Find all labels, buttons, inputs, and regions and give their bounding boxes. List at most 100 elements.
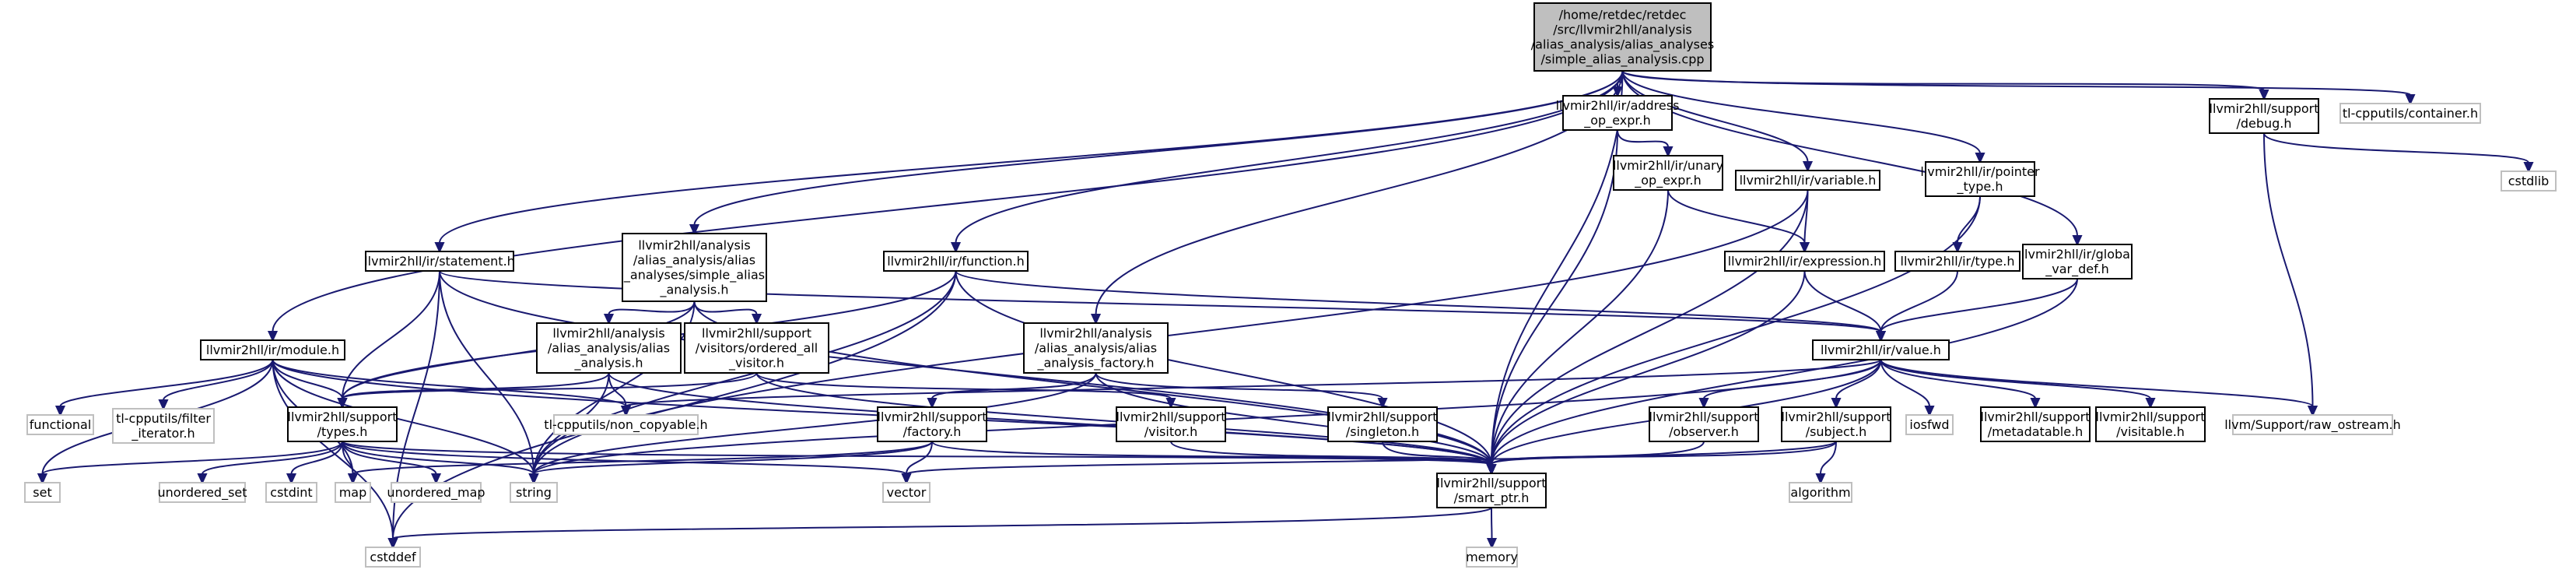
node-label-line: llvmir2hll/ir/address [1556,98,1680,113]
node-root[interactable]: /home/retdec/retdec/src/llvmir2hll/analy… [1531,2,1714,72]
node-value[interactable]: llvmir2hll/ir/value.h [1812,339,1950,360]
node-label-line: functional [30,417,92,432]
node-box [553,414,699,435]
node-label-line: llvmir2hll/support [1116,410,1226,424]
node-addr_op[interactable]: llvmir2hll/ir/address_op_expr.h [1556,95,1680,131]
node-label-line: /factory.h [903,424,962,439]
node-box [882,482,931,503]
node-aa_factory[interactable]: llvmir2hll/analysis/alias_analysis/alias… [1023,322,1169,374]
node-global_var[interactable]: llvmir2hll/ir/global_var_def.h [2021,244,2134,279]
node-box [24,482,61,503]
node-label-line: /metadatable.h [1988,424,2084,439]
node-label-line: llvmir2hll/support [1328,410,1438,424]
node-debug[interactable]: llvmir2hll/support/debug.h [2209,98,2319,134]
node-box [1613,155,1723,191]
node-types[interactable]: llvmir2hll/support/types.h [287,406,398,442]
edge-arrowhead [347,473,359,485]
edge-arrowhead [1802,161,1814,173]
edge-arrowhead [1815,473,1826,485]
node-variable[interactable]: llvmir2hll/ir/variable.h [1735,170,1880,191]
node-aa_simple[interactable]: llvmir2hll/analysis/alias_analysis/alias… [622,233,767,302]
node-box [2232,414,2393,435]
edge-unary_op-to-expression [1667,189,1806,244]
node-label-line: tl-cpputils/container.h [2343,106,2478,121]
node-visitable[interactable]: llvmir2hll/support/visitable.h [2095,406,2206,442]
edge-arrowhead [37,473,48,485]
node-factory[interactable]: llvmir2hll/support/factory.h [877,406,987,442]
node-metadatable[interactable]: llvmir2hll/support/metadatable.h [1980,406,2091,442]
edge-types-to-set [41,441,343,475]
edge-function-to-value [955,270,1882,332]
node-function[interactable]: llvmir2hll/ir/function.h [883,251,1029,272]
node-label-line: llvmir2hll/ir/expression.h [1728,254,1882,269]
node-label-line: /singleton.h [1346,424,1419,439]
node-pointer_type[interactable]: llvmir2hll/ir/pointer_type.h [1920,161,2040,197]
edge-subject-to-algorithm [1820,441,1837,475]
edge-pointer_type-to-smart_ptr [1491,195,1981,466]
edge-arrowhead [2307,406,2318,417]
edge-arrowhead [267,331,279,343]
edge-statement-to-value [439,270,1882,332]
node-unary_op[interactable]: llvmir2hll/ir/unary_op_expr.h [1613,155,1723,191]
edge-ordered_visitor-to-visitor [755,372,1172,399]
node-aa_analysis[interactable]: llvmir2hll/analysis/alias_analysis/alias… [536,322,682,374]
node-box [391,482,482,503]
node-label-line: /home/retdec/retdec [1559,7,1687,22]
node-label-line: llvmir2hll/support [2096,410,2206,424]
node-label-line: llvm/Support/raw_ostream.h [2224,417,2401,433]
edge-aa_factory-to-string [533,372,1097,475]
node-box [1327,406,1438,442]
node-cstdlib: cstdlib [2501,170,2557,192]
edge-factory-to-string [533,441,933,475]
node-label-line: map [339,485,367,500]
node-label-line: llvmir2hll/support [702,325,811,340]
node-box [1562,95,1673,131]
node-label-line: set [33,485,51,500]
node-label-line: /observer.h [1669,424,1739,439]
edge-aa_factory-to-smart_ptr [1095,372,1492,466]
nodes-layer: /home/retdec/retdec/src/llvmir2hll/analy… [24,2,2557,568]
edge-aa_factory-to-singleton [1095,372,1383,399]
node-box [112,408,215,444]
edge-types-to-map [342,441,354,475]
node-raw_ostream: llvm/Support/raw_ostream.h [2224,414,2401,435]
edge-arrowhead [620,406,632,417]
node-smart_ptr[interactable]: llvmir2hll/support/smart_ptr.h [1436,473,1547,508]
node-statement[interactable]: llvmir2hll/ir/statement.h [364,251,515,272]
node-box [287,406,398,442]
edge-factory-to-map [352,441,933,475]
node-iosfwd: iosfwd [1905,414,1954,435]
node-box [1436,473,1547,508]
node-label-line: tl-cpputils/filter [116,411,211,426]
edge-module-to-types [272,359,343,399]
edge-arrowhead [387,538,398,550]
node-label-line: llvmir2hll/support [878,410,987,424]
edge-aa_analysis-to-non_copyable [608,372,627,407]
node-module[interactable]: llvmir2hll/ir/module.h [200,339,345,360]
edge-arrowhead [1924,406,1935,417]
edge-module-to-filter_iter [163,359,274,401]
edge-smart_ptr-to-memory [1491,507,1493,540]
node-ordered_visitor[interactable]: llvmir2hll/support/visitors/ordered_all_… [684,322,829,374]
node-expression[interactable]: llvmir2hll/ir/expression.h [1724,251,1885,272]
edge-global_var-to-value [1880,278,2078,332]
node-label-line: /smart_ptr.h [1454,490,1530,506]
edge-expression-to-smart_ptr [1491,270,1806,466]
edge-debug-to-raw_ostream [2263,132,2314,407]
edge-arrowhead [434,242,445,254]
node-label-line: _visitor.h [728,355,784,371]
node-subject[interactable]: llvmir2hll/support/subject.h [1781,406,1891,442]
node-box [2339,103,2481,124]
node-label-line: algorithm [1790,485,1850,500]
edge-root-to-function [955,70,1624,244]
node-label-line: _op_expr.h [1634,173,1701,188]
edge-arrowhead [286,473,297,485]
node-observer[interactable]: llvmir2hll/support/observer.h [1649,406,1759,442]
edge-aa_analysis-to-smart_ptr [608,372,1492,466]
node-type[interactable]: llvmir2hll/ir/type.h [1894,251,2020,272]
node-visitor[interactable]: llvmir2hll/support/visitor.h [1116,406,1226,442]
edge-arrowhead [2259,90,2269,101]
edge-arrowhead [158,399,169,411]
edge-addr_op-to-unary_op [1617,129,1669,148]
node-singleton[interactable]: llvmir2hll/support/singleton.h [1327,406,1438,442]
